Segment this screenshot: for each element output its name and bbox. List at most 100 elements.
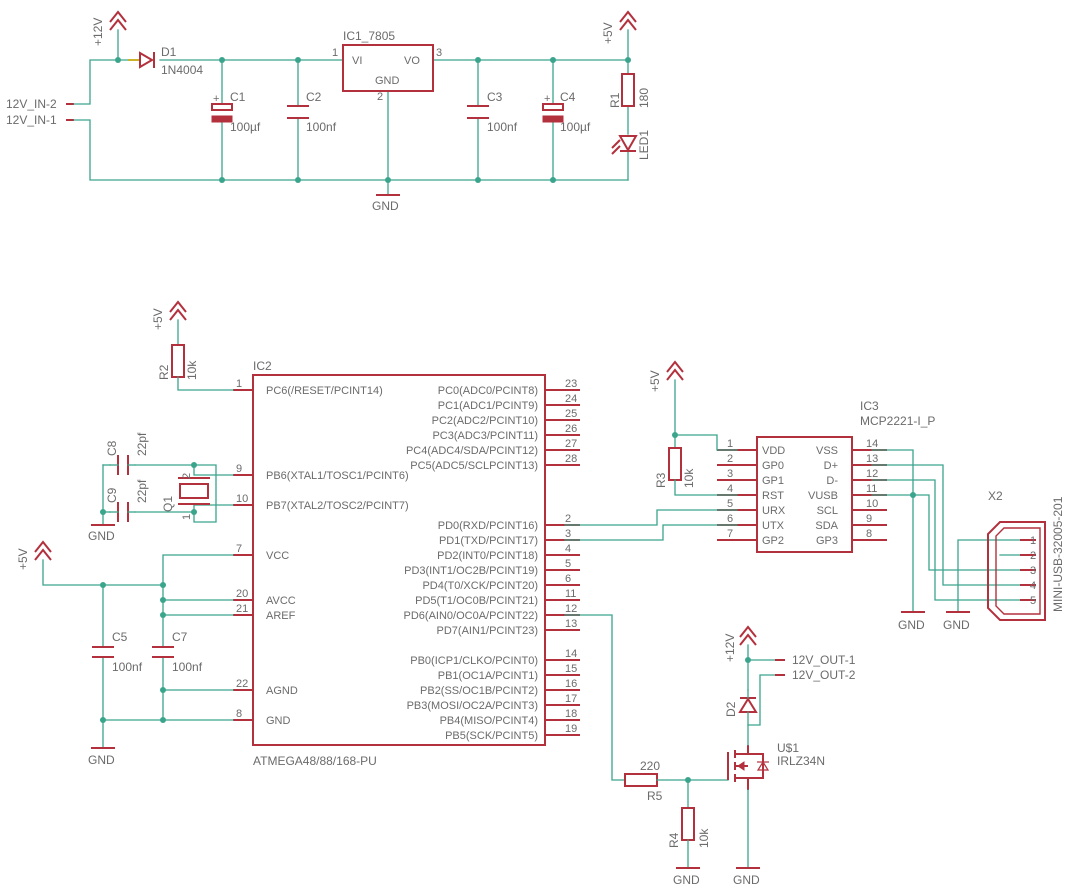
c2-name: C2 — [306, 90, 322, 104]
ic1-pin1: 1 — [332, 47, 338, 59]
ic2-left-pin-number: 1 — [236, 378, 242, 390]
ic2-right-pin-label: PC0(ADC0/PCINT8) — [438, 385, 538, 397]
ic2-left-pin-number: 21 — [236, 603, 248, 615]
plus5v-label-top: +5V — [601, 22, 615, 44]
ic2-left-pin-label: PB7(XTAL2/TOSC2/PCINT7) — [266, 500, 409, 512]
resistor-r5: 220 R5 — [624, 759, 663, 803]
ic3-left-pin-number: 3 — [727, 468, 733, 480]
x2-name: X2 — [988, 489, 1003, 503]
ic1-pin2: 2 — [377, 91, 383, 103]
r3-value: 10k — [682, 468, 696, 488]
c5-name: C5 — [112, 630, 128, 644]
ic2-right-pin-label: PB5(SCK/PCINT5) — [445, 730, 538, 742]
ic3-left-pin-label: GP2 — [762, 535, 784, 547]
ic3-right-pin-number: 9 — [866, 513, 872, 525]
ic2-right-pin-number: 23 — [565, 378, 577, 390]
ic3-left-pin-number: 1 — [727, 438, 733, 450]
ic2-left-pin-number: 22 — [236, 678, 248, 690]
plus12v-label: +12V — [91, 18, 105, 46]
ic3-right-pin-label: SDA — [815, 520, 838, 532]
capacitor-c3: C3 100nf — [467, 90, 518, 134]
capacitor-c9: C9 22pf — [105, 479, 149, 522]
gnd-label-crystal: GND — [88, 529, 115, 543]
ic2-right-pin-number: 3 — [565, 528, 571, 540]
ic3-name: IC3 — [860, 399, 879, 413]
u1-value: IRLZ34N — [777, 754, 825, 768]
usb-section: IC3 MCP2221-I_P 1VDD2GP03GP14RST5URX6UTX… — [564, 360, 1065, 632]
gnd-symbol-top: GND — [372, 194, 400, 213]
ic2-name: IC2 — [253, 359, 272, 373]
ic2-right-pin-label: PC5(ADC5/SCLPCINT13) — [410, 460, 538, 472]
ic2-right-pin-label: PC1(ADC1/PCINT9) — [438, 400, 538, 412]
r4-name: R4 — [667, 832, 681, 848]
ic1-gnd: GND — [375, 75, 400, 87]
c4-name: C4 — [560, 90, 576, 104]
gnd-label-r4: GND — [673, 873, 700, 887]
ic2-right-pin-label: PD7(AIN1/PCINT23) — [437, 625, 538, 637]
svg-text:+: + — [213, 93, 219, 105]
q1-name: Q1 — [161, 496, 175, 512]
led-led1: LED1 — [611, 130, 651, 160]
c5-value: 100nf — [112, 660, 143, 674]
ic2-right-pin-number: 12 — [565, 603, 577, 615]
ic2-right-pin-number: 6 — [565, 573, 571, 585]
gnd-symbol-r4: GND — [673, 867, 700, 887]
ic3-left-pin-number: 5 — [727, 498, 733, 510]
ic2-right-pin-number: 25 — [565, 408, 577, 420]
ic1-vo: VO — [404, 55, 420, 67]
svg-text:+: + — [544, 93, 550, 105]
plus12v-symbol: +12V — [91, 10, 127, 46]
plus12v-label-out: +12V — [723, 634, 737, 662]
x2-pin-number: 4 — [1030, 580, 1036, 592]
ic2-right-pin-number: 15 — [565, 663, 577, 675]
d1-name: D1 — [161, 45, 177, 59]
ic2-left-pin-label: AVCC — [266, 595, 296, 607]
ic1-regulator: IC1_7805 VI VO GND 1 2 3 — [332, 29, 442, 103]
x2-pin-number: 1 — [1030, 535, 1036, 547]
capacitor-c8: C8 22pf — [105, 432, 149, 475]
q1-pin2: 2 — [181, 473, 193, 479]
ic2-right-pin-number: 14 — [565, 648, 577, 660]
gnd-label-usb2: GND — [943, 618, 970, 632]
ic2-right-pin-label: PB3(MOSI/OC2A/PCINT3) — [407, 700, 538, 712]
ic3-left-pin-label: GP0 — [762, 460, 784, 472]
c4-value: 100µf — [560, 120, 591, 134]
gnd-symbol-crystal: GND — [88, 524, 115, 543]
ic2-right-pin-label: PD6(AIN0/OC0A/PCINT22) — [404, 610, 538, 622]
ic2-right-pin-label: PC4(ADC4/SDA/PCINT12) — [406, 445, 538, 457]
c8-value: 22pf — [135, 432, 149, 456]
c3-value: 100nf — [487, 120, 518, 134]
ic2-right-pin-label: PD5(T1/OC0B/PCINT21) — [415, 595, 538, 607]
resistor-r4: R4 10k — [667, 807, 711, 848]
ic2-right-pin-label: PC3(ADC3/PCINT11) — [432, 430, 538, 442]
capacitor-c2: C2 100nf — [287, 90, 337, 134]
label-12v-in-1: 12V_IN-1 — [6, 113, 57, 127]
q1-pin1: 1 — [181, 514, 193, 520]
ic2-right-pin-number: 28 — [565, 453, 577, 465]
ic3-right-pin-number: 8 — [866, 528, 872, 540]
mosfet-u1: U$1 IRLZ34N — [727, 741, 825, 790]
ic2-right-pin-number: 2 — [565, 513, 571, 525]
driver-section: 220 R5 R4 10k GND U$1 — [564, 614, 856, 887]
r2-name: R2 — [157, 364, 171, 380]
ic3-left-pin-number: 6 — [727, 513, 733, 525]
gnd-label-mosfet: GND — [733, 873, 760, 887]
ic2-right-pin-label: PD0(RXD/PCINT16) — [438, 520, 538, 532]
ic2-right-pin-number: 11 — [565, 588, 576, 600]
x2-pin-number: 5 — [1030, 595, 1036, 607]
ic2-left-pin-label: PC6(/RESET/PCINT14) — [266, 385, 383, 397]
gnd-symbol-mcu: GND — [88, 747, 115, 767]
ic2-left-pins: 1PC6(/RESET/PCINT14)9PB6(XTAL1/TOSC1/PCI… — [233, 378, 409, 727]
r1-name: R1 — [608, 92, 622, 108]
x2-value: MINI-USB-32005-201 — [1051, 496, 1065, 612]
ic2-right-pin-label: PD3(INT1/OC2B/PCINT19) — [404, 565, 538, 577]
power-supply-section: 12V_IN-2 12V_IN-1 — [6, 10, 651, 213]
plus5v-symbol-left: +5V — [16, 540, 52, 570]
ic3-right-pin-label: GP3 — [816, 535, 838, 547]
ic3-right-pin-label: SCL — [817, 505, 838, 517]
ic2-left-pin-label: AGND — [266, 685, 298, 697]
